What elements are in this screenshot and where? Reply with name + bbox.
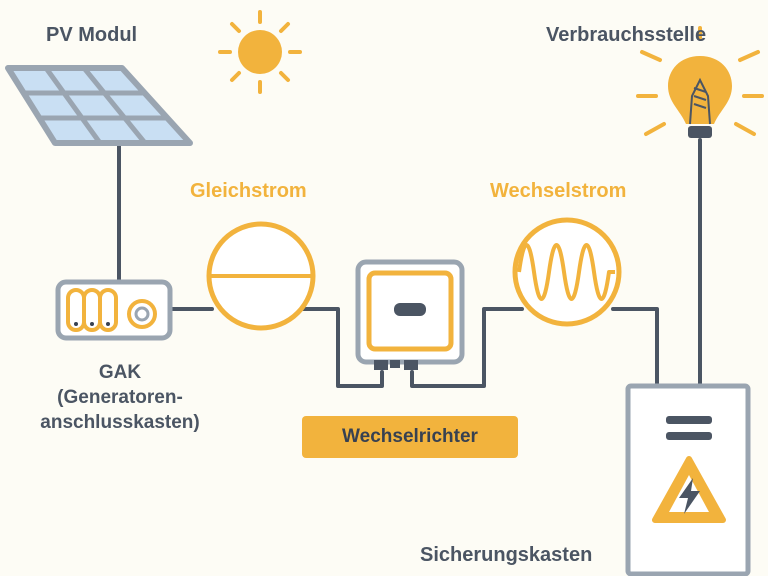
consumer-label: Verbrauchsstelle xyxy=(546,24,707,46)
gak-full-line2: anschlusskasten) xyxy=(40,412,200,433)
ac-meter xyxy=(512,217,622,327)
gak-full-line1: (Generatoren- xyxy=(57,387,183,408)
sun-icon xyxy=(218,10,302,94)
fuse-box xyxy=(625,383,751,576)
connection-wires xyxy=(117,138,702,388)
light-bulb-icon xyxy=(636,26,764,138)
solar-panel-icon xyxy=(5,65,193,146)
dc-meter xyxy=(206,221,316,331)
wire-inverter-to-ac xyxy=(410,307,524,388)
gak-abbr: GAK xyxy=(98,362,142,383)
ac-label: Wechselstrom xyxy=(490,180,627,202)
lightning-warning-icon xyxy=(652,456,726,523)
inverter-box xyxy=(355,259,465,370)
gak-label: GAK (Generatoren- anschlusskasten) xyxy=(10,360,230,435)
pv-module-label: PV Modul xyxy=(46,24,138,46)
inverter-label: Wechselrichter xyxy=(342,426,478,447)
fuse-box-label: Sicherungskasten xyxy=(420,544,593,566)
wire-dc-to-inverter xyxy=(298,307,384,388)
wire-ac-to-fuse-box xyxy=(611,307,659,388)
inverter-label-badge: Wechselrichter xyxy=(302,416,518,458)
dc-label: Gleichstrom xyxy=(190,180,307,202)
gak-box xyxy=(55,279,173,341)
